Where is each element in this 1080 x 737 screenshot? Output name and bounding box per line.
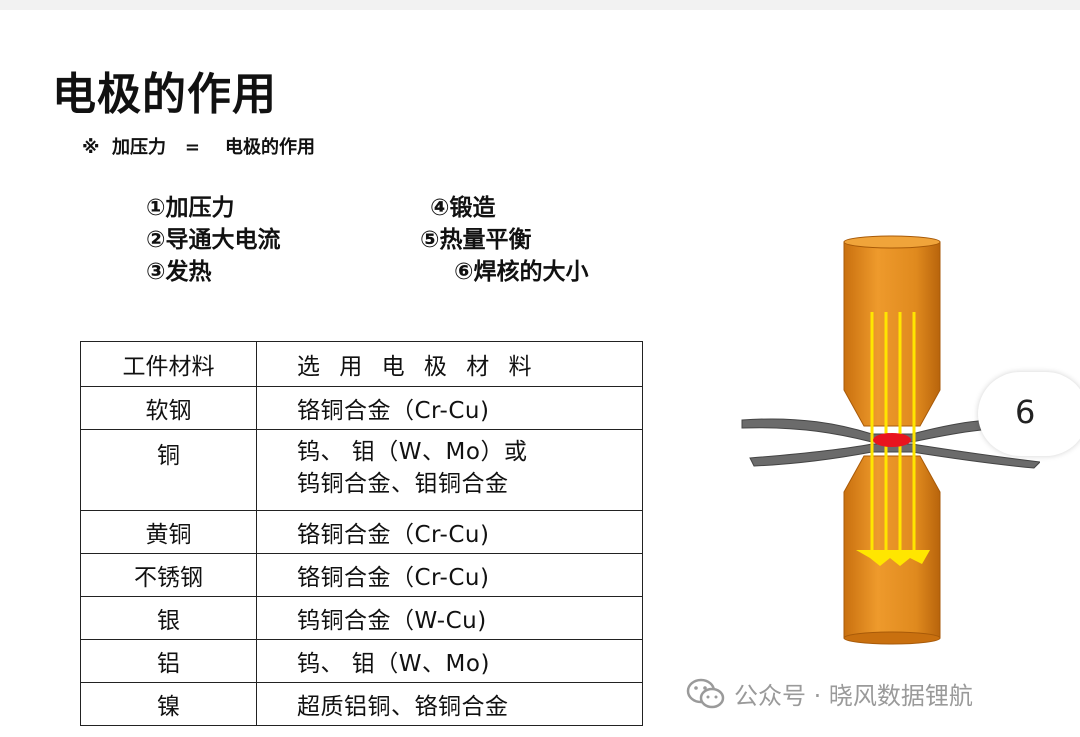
electrode-cell: 超质铝铜、铬铜合金 <box>256 682 643 726</box>
table-row: 不锈钢 铬铜合金（Cr-Cu) <box>80 553 643 597</box>
function-item-3: ③发热 <box>146 259 212 285</box>
function-item-5: ⑤热量平衡 <box>420 227 532 253</box>
table-row: 软钢 铬铜合金（Cr-Cu) <box>80 386 643 430</box>
table-row: 黄铜 铬铜合金（Cr-Cu) <box>80 510 643 554</box>
material-cell: 软钢 <box>80 386 257 430</box>
material-cell: 镍 <box>80 682 257 726</box>
slide-number-badge <box>978 372 1080 456</box>
function-item-4: ④锻造 <box>430 195 496 221</box>
material-cell: 不锈钢 <box>80 553 257 597</box>
upper-electrode <box>843 235 941 427</box>
note-line: ※ 加压力 = 电极的作用 <box>82 137 315 158</box>
material-cell: 银 <box>80 596 257 640</box>
top-border <box>0 0 1080 10</box>
electrode-line-1: 钨、 钼（W、Mo）或 <box>297 439 528 465</box>
electrode-cell: 铬铜合金（Cr-Cu) <box>256 386 643 430</box>
lower-electrode <box>843 455 941 645</box>
wechat-icon <box>686 678 725 708</box>
table-row: 铜 钨、 钼（W、Mo）或 钨铜合金、钼铜合金 <box>80 429 643 511</box>
slide-number: 6 <box>1015 393 1036 431</box>
table-row: 镍 超质铝铜、铬铜合金 <box>80 682 643 726</box>
watermark-text: 公众号 · 晓风数据锂航 <box>734 682 973 710</box>
current-arrow-head <box>856 550 930 566</box>
slide-title: 电极的作用 <box>52 69 277 120</box>
header-electrode-material: 选 用 电 极 材 料 <box>256 341 643 387</box>
function-item-6: ⑥焊核的大小 <box>454 259 589 285</box>
electrode-cell: 铬铜合金（Cr-Cu) <box>256 553 643 597</box>
electrode-cell: 钨、 钼（W、Mo）或 钨铜合金、钼铜合金 <box>256 429 643 511</box>
table-header-row: 工件材料 选 用 电 极 材 料 <box>80 341 643 387</box>
electrode-cell: 铬铜合金（Cr-Cu) <box>256 510 643 554</box>
function-item-1: ①加压力 <box>146 195 235 221</box>
function-item-2: ②导通大电流 <box>146 227 281 253</box>
material-cell: 铜 <box>80 429 257 511</box>
electrode-cell: 钨铜合金（W-Cu) <box>256 596 643 640</box>
electrode-line-2: 钨铜合金、钼铜合金 <box>297 471 509 497</box>
current-lines <box>870 312 916 552</box>
electrode-material-table: 工件材料 选 用 电 极 材 料 软钢 铬铜合金（Cr-Cu) 铜 钨、 钼（W… <box>80 341 643 726</box>
electrode-cell: 钨、 钼（W、Mo) <box>256 639 643 683</box>
header-workpiece-material: 工件材料 <box>80 341 257 387</box>
watermark: 公众号 · 晓风数据锂航 <box>686 676 973 711</box>
material-cell: 黄铜 <box>80 510 257 554</box>
weld-nugget <box>873 433 911 447</box>
material-cell: 铝 <box>80 639 257 683</box>
table-row: 铝 钨、 钼（W、Mo) <box>80 639 643 683</box>
table-row: 银 钨铜合金（W-Cu) <box>80 596 643 640</box>
